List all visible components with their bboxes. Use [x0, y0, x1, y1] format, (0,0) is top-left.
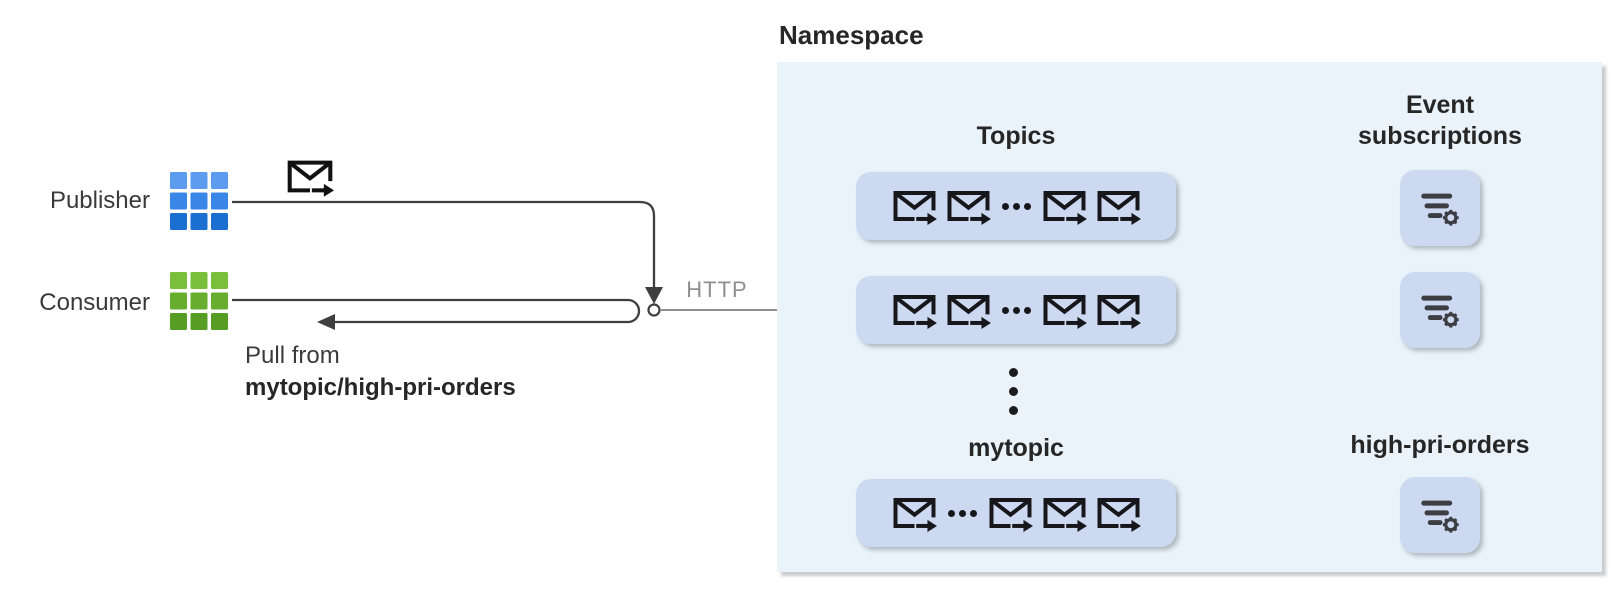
- vertical-ellipsis-icon: [1009, 368, 1018, 415]
- topic-row-mytopic: [856, 479, 1176, 547]
- envelope-arrow-icon: [1096, 291, 1141, 329]
- publisher-app-icon: [170, 172, 228, 230]
- http-protocol-label: HTTP: [686, 277, 748, 302]
- topic-row: [856, 276, 1176, 344]
- ellipsis-icon: [947, 509, 977, 517]
- filter-gear-icon: [1421, 193, 1459, 226]
- envelope-arrow-icon: [892, 494, 937, 532]
- namespace-title: Namespace: [779, 20, 924, 50]
- event-subscriptions-title: Event subscriptions: [1358, 91, 1522, 150]
- envelope-arrow-icon: [946, 291, 991, 329]
- publisher-label: Publisher: [49, 187, 150, 214]
- envelope-arrow-icon: [946, 187, 991, 225]
- envelope-arrow-icon: [892, 291, 937, 329]
- consumer-label: Consumer: [39, 289, 150, 316]
- ellipsis-icon: [1001, 306, 1031, 314]
- envelope-arrow-icon: [1096, 187, 1141, 225]
- filter-gear-icon: [1421, 295, 1459, 328]
- envelope-arrow-icon: [892, 187, 937, 225]
- topic-row: [856, 172, 1176, 240]
- event-subscription-icon-2: [1400, 272, 1480, 348]
- envelope-arrow-icon: [1096, 494, 1141, 532]
- envelope-arrow-icon: [988, 494, 1033, 532]
- event-subscription-icon-1: [1400, 170, 1480, 246]
- pull-caption-topic-path: mytopic/high-pri-orders: [245, 374, 516, 401]
- filter-gear-icon: [1421, 500, 1459, 533]
- message-envelope-icon: [286, 156, 334, 197]
- pull-caption-line1: Pull from: [245, 342, 340, 369]
- event-subscription-icon-3: [1400, 477, 1480, 553]
- envelope-arrow-icon: [1042, 291, 1087, 329]
- consumer-app-icon: [170, 272, 228, 330]
- envelope-arrow-icon: [1042, 494, 1087, 532]
- mytopic-label: mytopic: [968, 434, 1064, 462]
- topics-title: Topics: [976, 122, 1056, 150]
- envelope-arrow-icon: [1042, 187, 1087, 225]
- ellipsis-icon: [1001, 202, 1031, 210]
- pull-caption: Pull from mytopic/high-pri-orders: [245, 340, 516, 404]
- high-pri-orders-label: high-pri-orders: [1350, 431, 1530, 459]
